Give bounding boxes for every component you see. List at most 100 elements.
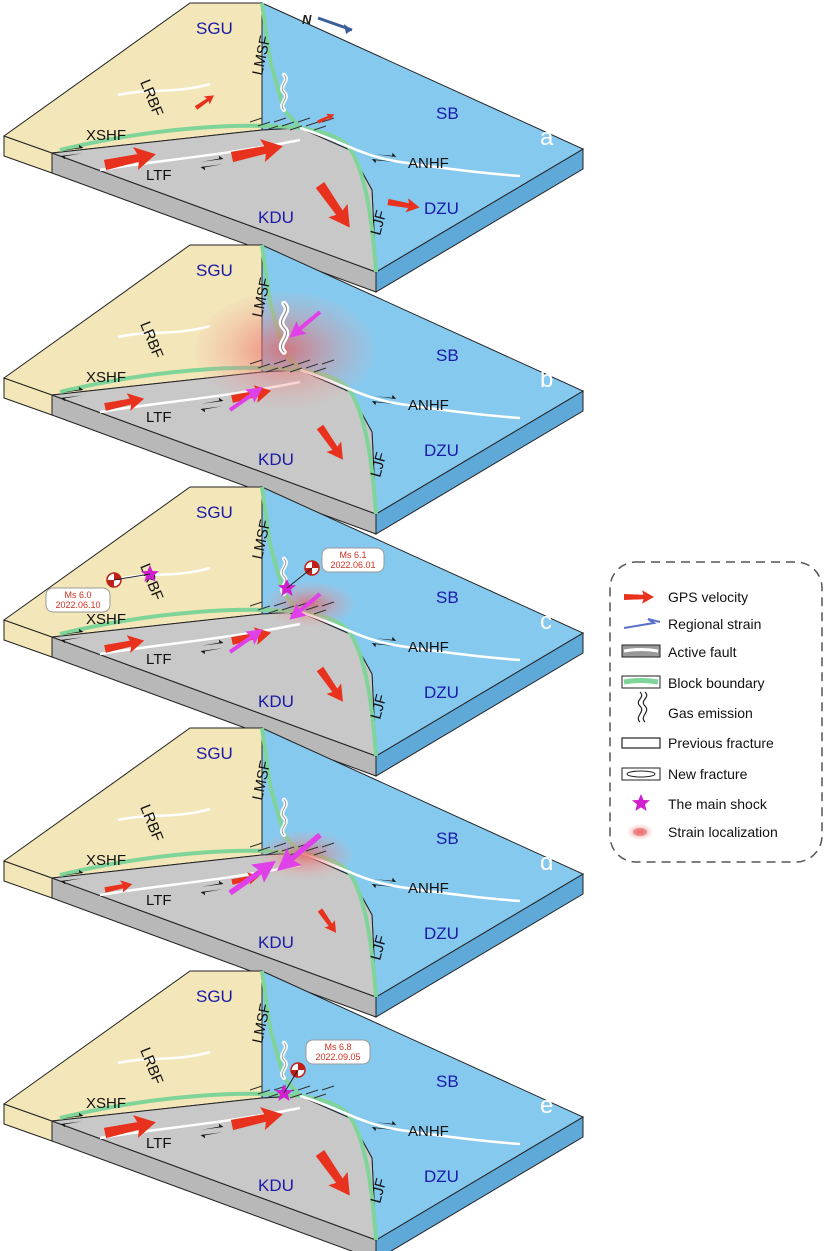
- region-label-sgu: SGU: [196, 744, 233, 763]
- leader-line: [286, 567, 313, 589]
- fracture-mark: [265, 1093, 279, 1099]
- region-label-sgu: SGU: [196, 261, 233, 280]
- legend-label: GPS velocity: [668, 589, 748, 605]
- fault-label-anhf: ANHF: [408, 880, 449, 897]
- legend-frame: [609, 561, 823, 863]
- region-label-kdu: KDU: [258, 208, 294, 227]
- region-label-kdu: KDU: [258, 692, 294, 711]
- event-magnitude: Ms 6.0: [64, 590, 91, 600]
- fault-label-anhf: ANHF: [408, 1123, 449, 1140]
- legend-label: Active fault: [668, 644, 737, 660]
- fracture-mark: [273, 359, 287, 365]
- region-label-sb: SB: [436, 1072, 459, 1091]
- region-label-dzu: DZU: [424, 1167, 459, 1186]
- fault-label-ljf: LJF: [367, 692, 390, 721]
- regional-strain-icon: [623, 618, 661, 629]
- fault-label-xshf: XSHF: [86, 127, 126, 144]
- fracture-mark: [321, 1085, 335, 1091]
- leader-line: [113, 573, 151, 581]
- event-magnitude: Ms 6.8: [324, 1042, 351, 1052]
- region-label-dzu: DZU: [424, 441, 459, 460]
- region-label-sb: SB: [436, 104, 459, 123]
- region-label-dzu: DZU: [424, 199, 459, 218]
- fracture-mark: [281, 363, 295, 369]
- legend-label: Previous fracture: [668, 735, 774, 751]
- fault-label-ljf: LJF: [367, 1176, 390, 1205]
- fracture-mark: [321, 117, 335, 123]
- event-date: 2022.06.01: [330, 560, 375, 570]
- strain-localization-icon: [627, 824, 653, 840]
- panel-letter: a: [540, 124, 554, 151]
- legend-label: Regional strain: [668, 616, 761, 632]
- event-callout: [305, 1039, 371, 1065]
- fault-label-ljf: LJF: [367, 450, 390, 479]
- fracture-mark: [257, 121, 271, 127]
- region-label-dzu: DZU: [424, 924, 459, 943]
- fault-label-ltf: LTF: [146, 892, 172, 909]
- event-callout: [321, 547, 385, 573]
- fracture-mark: [305, 121, 319, 127]
- fracture-mark: [257, 605, 271, 611]
- block-boundary-line: [59, 970, 378, 1241]
- north-label: N: [302, 12, 312, 27]
- new-fracture-icon: [621, 767, 661, 781]
- region-label-sb: SB: [436, 588, 459, 607]
- fault-label-xshf: XSHF: [86, 369, 126, 386]
- active-fault-icon: [621, 644, 661, 658]
- fracture-mark: [313, 609, 327, 615]
- legend-label: Block boundary: [668, 675, 765, 691]
- fracture-mark: [313, 1093, 327, 1099]
- fault-lrbf-trace: [117, 324, 211, 339]
- event-date: 2022.06.10: [55, 600, 100, 610]
- panel-letter: d: [540, 849, 553, 876]
- event-date: 2022.09.05: [315, 1052, 360, 1062]
- fracture-mark: [289, 1093, 303, 1099]
- fault-anhf-trace: [299, 1094, 521, 1146]
- fault-label-ltf: LTF: [146, 409, 172, 426]
- fault-ltf-trace: [99, 622, 301, 656]
- north-arrow-icon: N: [302, 12, 353, 34]
- fracture-mark: [321, 842, 335, 848]
- fracture-mark: [281, 121, 295, 127]
- region-label-sgu: SGU: [196, 987, 233, 1006]
- fracture-mark: [273, 601, 287, 607]
- fracture-mark: [313, 367, 327, 373]
- fracture-mark: [249, 117, 263, 123]
- region-label-sb: SB: [436, 346, 459, 365]
- event-magnitude: Ms 6.1: [339, 550, 366, 560]
- fracture-mark: [281, 846, 295, 852]
- fracture-mark: [265, 125, 279, 131]
- fracture-mark: [265, 367, 279, 373]
- fracture-mark: [289, 367, 303, 373]
- previous-fracture-icon: [621, 737, 661, 749]
- block-boundary-icon: [621, 675, 661, 689]
- legend-label: New fracture: [668, 766, 748, 782]
- fracture-mark: [249, 601, 263, 607]
- fault-anhf-trace: [299, 610, 521, 662]
- leader-line: [283, 1069, 299, 1094]
- region-label-kdu: KDU: [258, 933, 294, 952]
- fracture-mark: [265, 850, 279, 856]
- fracture-mark: [273, 842, 287, 848]
- fault-label-ljf: LJF: [367, 208, 390, 237]
- fault-label-ljf: LJF: [367, 933, 390, 962]
- fracture-mark: [305, 1089, 319, 1095]
- legend-label: Strain localization: [668, 824, 778, 840]
- fracture-mark: [257, 1089, 271, 1095]
- event-callout: [45, 587, 111, 613]
- fault-label-xshf: XSHF: [86, 611, 126, 628]
- fracture-mark: [321, 601, 335, 607]
- fault-label-ltf: LTF: [146, 167, 172, 184]
- fault-lrbf-trace: [117, 82, 211, 97]
- fault-lrbf-trace: [117, 1050, 211, 1065]
- fracture-mark: [305, 605, 319, 611]
- fault-label-anhf: ANHF: [408, 639, 449, 656]
- fracture-mark: [321, 359, 335, 365]
- fracture-mark: [281, 605, 295, 611]
